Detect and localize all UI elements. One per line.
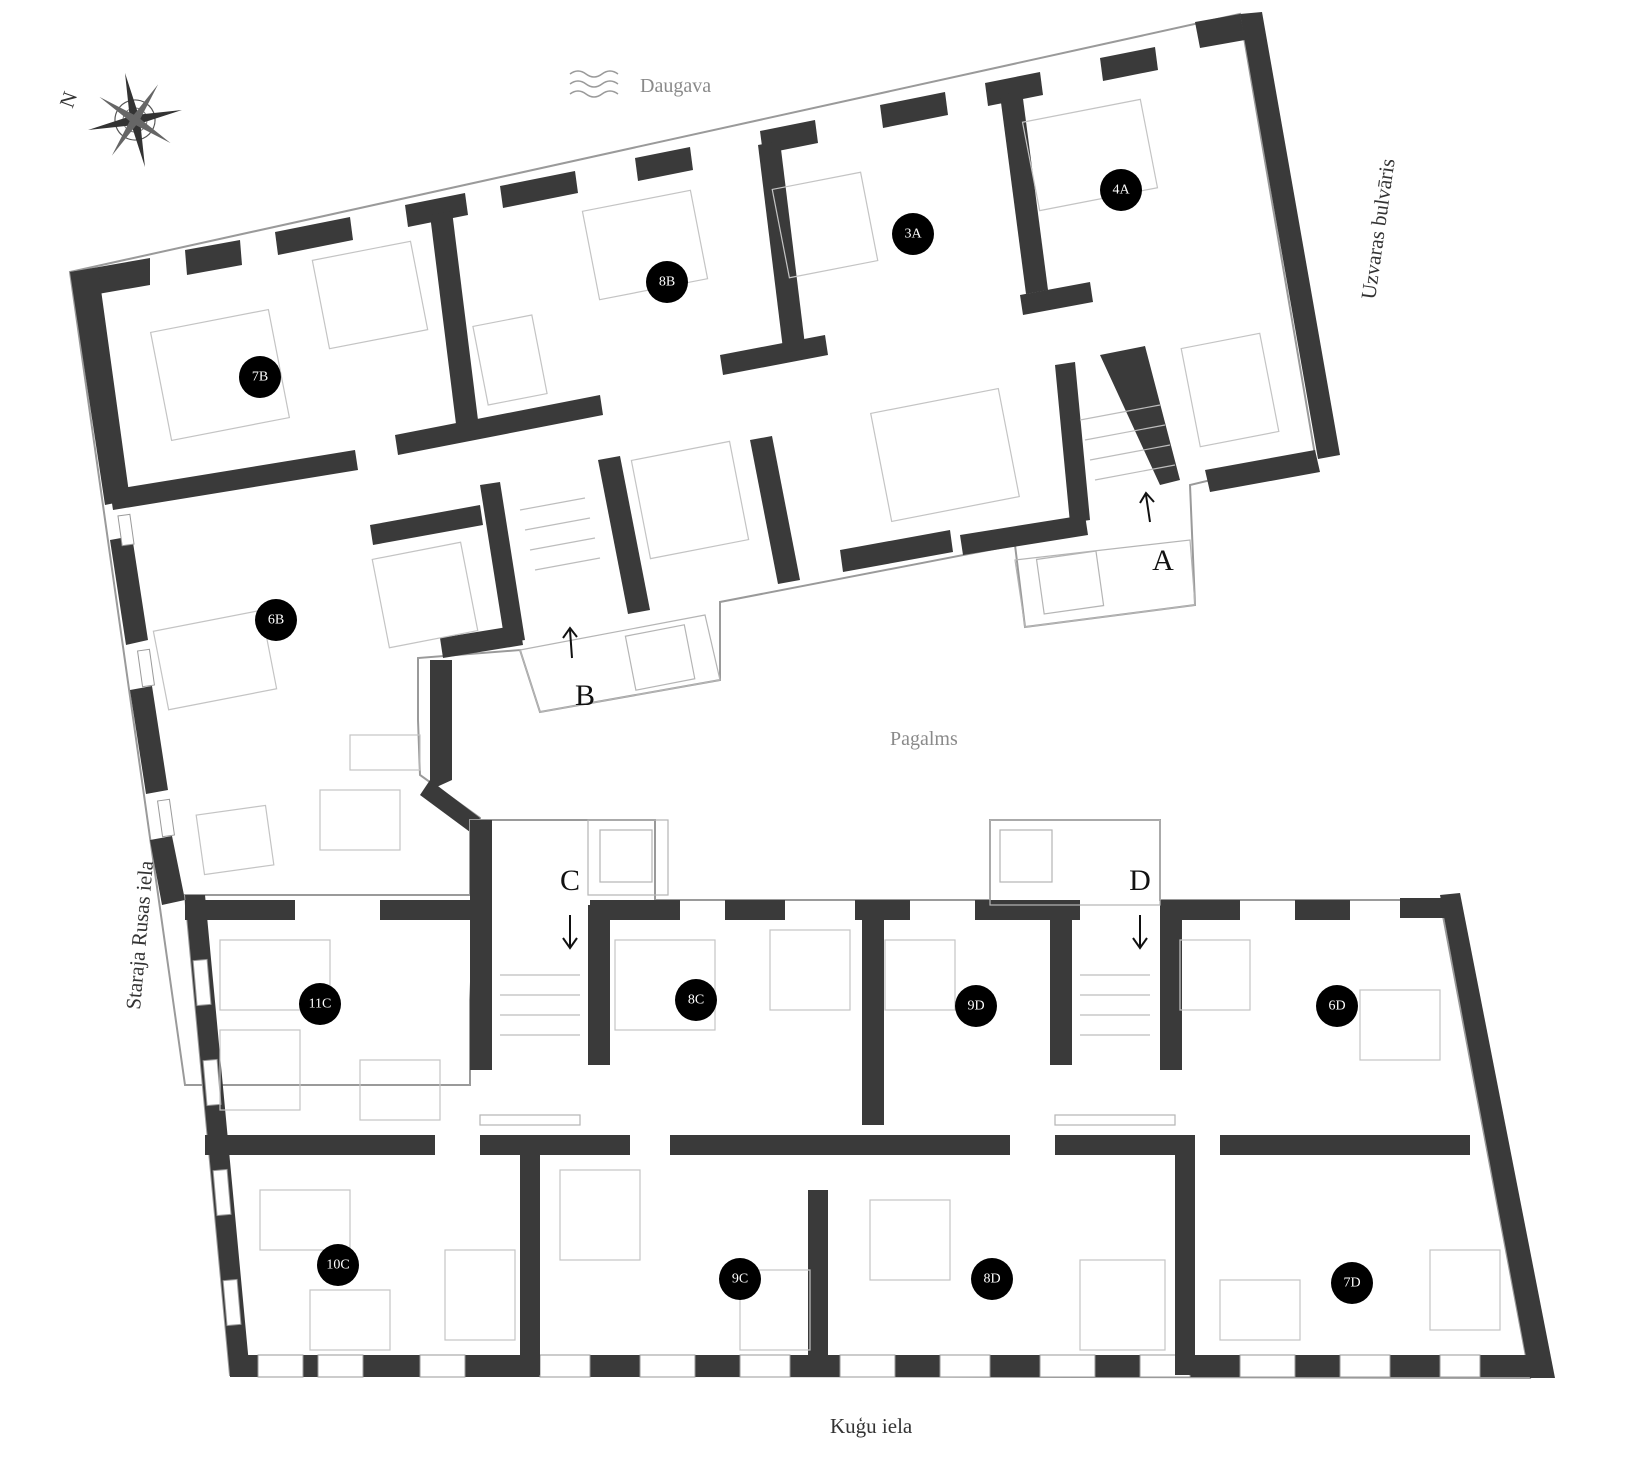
- unit-marker-6b[interactable]: 6B: [255, 599, 297, 641]
- arrow-up-icon: [1139, 491, 1155, 523]
- courtyard-label: Pagalms: [890, 728, 958, 750]
- entrance-b-label: B: [575, 679, 595, 712]
- unit-marker-7d[interactable]: 7D: [1331, 1262, 1373, 1304]
- unit-label: 4A: [1112, 183, 1130, 198]
- south-wing: [183, 819, 1555, 1380]
- unit-label: 9D: [967, 999, 984, 1014]
- entrance-d-label: D: [1129, 864, 1151, 897]
- unit-marker-3a[interactable]: 3A: [892, 213, 934, 255]
- river-label: Daugava: [640, 75, 711, 97]
- unit-marker-4a[interactable]: 4A: [1100, 169, 1142, 211]
- arrow-up-icon: [562, 626, 578, 659]
- entrance-a-label: A: [1152, 544, 1174, 577]
- unit-marker-9d[interactable]: 9D: [955, 985, 997, 1027]
- unit-marker-8b[interactable]: 8B: [646, 261, 688, 303]
- unit-label: 8B: [659, 275, 675, 290]
- unit-label: 8C: [688, 993, 704, 1008]
- unit-marker-11c[interactable]: 11C: [299, 983, 341, 1025]
- compass-north-label: N: [55, 88, 83, 110]
- entrance-c-label: C: [560, 864, 580, 897]
- unit-label: 9C: [732, 1272, 748, 1287]
- unit-label: 6B: [268, 613, 284, 628]
- waves-icon: [569, 70, 619, 98]
- unit-label: 6D: [1328, 999, 1345, 1014]
- unit-label: 7D: [1343, 1276, 1360, 1291]
- unit-label: 3A: [904, 227, 922, 242]
- street-west-label: Staraja Rusas iela: [121, 859, 158, 1010]
- unit-marker-9c[interactable]: 9C: [719, 1258, 761, 1300]
- unit-label: 11C: [309, 997, 332, 1012]
- unit-label: 7B: [252, 370, 268, 385]
- street-south-label: Kuģu iela: [830, 1414, 913, 1438]
- unit-label: 8D: [983, 1272, 1000, 1287]
- entrance-d[interactable]: D: [1129, 864, 1151, 950]
- entrance-a[interactable]: A: [1139, 491, 1174, 577]
- unit-marker-10c[interactable]: 10C: [317, 1244, 359, 1286]
- unit-marker-8d[interactable]: 8D: [971, 1258, 1013, 1300]
- arrow-down-icon: [1132, 915, 1148, 950]
- entrance-b[interactable]: B: [562, 626, 595, 712]
- unit-marker-6d[interactable]: 6D: [1316, 985, 1358, 1027]
- unit-marker-7b[interactable]: 7B: [239, 356, 281, 398]
- north-wing: [68, 12, 1340, 1086]
- street-east-label: Uzvaras bulvāris: [1356, 157, 1399, 301]
- compass-rose-icon: [88, 73, 182, 167]
- entrance-c[interactable]: C: [560, 864, 580, 950]
- unit-label: 10C: [326, 1258, 349, 1273]
- unit-marker-8c[interactable]: 8C: [675, 979, 717, 1021]
- arrow-down-icon: [562, 915, 578, 950]
